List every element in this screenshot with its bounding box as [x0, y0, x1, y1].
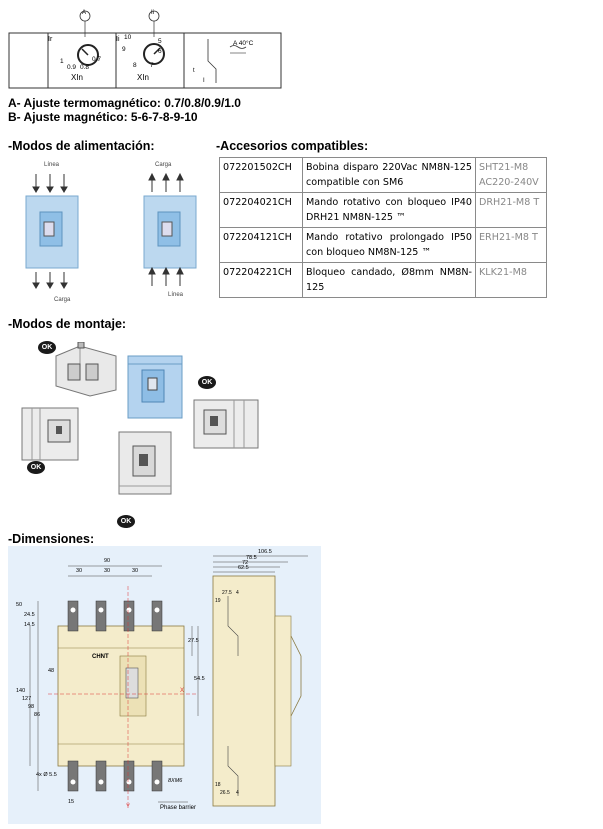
dim-label: 27.5: [222, 590, 232, 596]
dim-label: 98: [28, 704, 35, 710]
dim-label: 18: [215, 782, 221, 788]
mount-horizontal-illustration: [55, 342, 117, 397]
accessory-code: 072201502CH: [219, 157, 303, 193]
dim-label: 30: [104, 568, 111, 574]
dial-b-value: 9: [122, 46, 126, 53]
label-ir: Ir: [48, 36, 53, 43]
curve-axis-t: t: [193, 68, 195, 74]
dim-label: 50: [16, 602, 23, 608]
label-carga-top: Carga: [155, 162, 172, 168]
ok-badge: OK: [38, 341, 56, 354]
table-row: 072201502CH Bobina disparo 220Vac NM8N-1…: [219, 157, 547, 193]
label-ii: Ii: [116, 36, 120, 43]
dim-label: 106.5: [258, 549, 272, 555]
temperature-label: A 40°C: [233, 40, 254, 47]
breaker-bottom-feed-illustration: [143, 172, 197, 286]
table-row: 072204021CH Mando rotativo con bloqueo I…: [219, 192, 547, 228]
hole-label: 4x Ø 5.5: [36, 772, 57, 778]
accessory-ref: DRH21-M8 T: [475, 192, 547, 228]
dim-label: 86: [34, 712, 41, 718]
settings-schematic: [8, 10, 282, 89]
dial-b-value: 7: [150, 62, 154, 69]
dial-a-value: 0.7: [92, 56, 102, 63]
dim-label: 27.5: [188, 638, 199, 644]
accessory-code: 072204121CH: [219, 227, 303, 263]
accessories-title: -Accesorios compatibles:: [216, 139, 369, 153]
power-modes-title: -Modos de alimentación:: [8, 139, 155, 153]
dim-label: 78.5: [246, 555, 257, 561]
dim-label: 72: [242, 560, 249, 566]
table-row: 072204221CH Bloqueo candado, Ø8mm NM8N-1…: [219, 262, 547, 298]
dim-label: 26.5: [220, 790, 230, 796]
accessory-ref: SHT21-M8 AC220-240V: [475, 157, 547, 193]
label-linea-top: Línea: [44, 162, 60, 168]
accessory-ref: KLK21-M8: [475, 262, 547, 298]
accessory-description: Mando rotativo con bloqueo IP40 DRH21 NM…: [302, 192, 476, 228]
dim-label: 48: [48, 668, 55, 674]
dial-b-value: 10: [124, 34, 132, 41]
screw-label: 8XM6: [168, 778, 183, 784]
accessory-description: Bloqueo candado, Ø8mm NM8N-125: [302, 262, 476, 298]
accessory-code: 072204221CH: [219, 262, 303, 298]
ok-badge: OK: [198, 376, 216, 389]
curve-axis-i: I: [203, 78, 205, 84]
mount-side-right-illustration: [193, 399, 259, 449]
brand-logo: CHNT: [92, 654, 109, 660]
dial-a-unit: XIn: [71, 73, 84, 82]
accessories-table: 072201502CH Bobina disparo 220Vac NM8N-1…: [219, 157, 547, 298]
ok-badge: OK: [27, 461, 45, 474]
accessory-description: Bobina disparo 220Vac NM8N-125 compatibl…: [302, 157, 476, 193]
table-row: 072204121CH Mando rotativo prolongado IP…: [219, 227, 547, 263]
dial-a-value: 0.8: [80, 64, 90, 71]
axis-y-label: Y: [126, 804, 131, 810]
dial-b-value: 8: [133, 62, 137, 69]
dim-label: 54.5: [194, 676, 205, 682]
dial-b-value: 5: [158, 38, 162, 45]
mount-vertical-blue-illustration: [127, 355, 183, 419]
mount-front-illustration: [118, 431, 172, 495]
dial-a-value: 0.9: [67, 64, 77, 71]
mount-side-left-illustration: [21, 407, 79, 461]
label-carga-bottom: Carga: [54, 297, 71, 303]
dim-label: 62.5: [238, 565, 249, 571]
setting-line-a: A- Ajuste termomagnético: 0.7/0.8/0.9/1.…: [8, 96, 241, 110]
phase-barrier-label: Phase barrier: [160, 805, 197, 811]
label-linea-bottom: Línea: [168, 292, 184, 298]
dim-label: 14.5: [24, 622, 35, 628]
accessory-ref: ERH21-M8 T: [475, 227, 547, 263]
dial-a-marker: A: [82, 10, 87, 16]
dimension-drawing-panel: 90 30 30 30 106.5 78.5 72 62.5 50 24.5 1…: [8, 546, 321, 824]
dim-label: 140: [16, 688, 26, 694]
dial-b-unit: XIn: [137, 73, 150, 82]
dim-label: 30: [76, 568, 83, 574]
breaker-top-feed-illustration: [25, 174, 79, 289]
mounting-title: -Modos de montaje:: [8, 317, 127, 331]
dim-label: 90: [104, 558, 111, 564]
dim-label: 24.5: [24, 612, 35, 618]
accessory-code: 072204021CH: [219, 192, 303, 228]
dial-a-value: 1: [60, 58, 64, 65]
dim-label: 4: [236, 590, 239, 596]
dim-label: 127: [22, 696, 32, 702]
axis-x-label: X: [180, 688, 185, 694]
dimension-drawing: [29, 555, 308, 807]
dimensions-title: -Dimensiones:: [8, 532, 95, 546]
dim-label: 19: [215, 598, 221, 604]
dim-label: 30: [132, 568, 139, 574]
dim-label: 4: [236, 790, 239, 796]
accessory-description: Mando rotativo prolongado IP50 con bloqu…: [302, 227, 476, 263]
dim-label: 15: [68, 799, 75, 805]
dial-b-value: 6: [158, 48, 162, 55]
setting-line-b: B- Ajuste magnético: 5-6-7-8-9-10: [8, 110, 198, 124]
dial-b-marker: Ii: [151, 10, 154, 16]
ok-badge: OK: [117, 515, 135, 528]
